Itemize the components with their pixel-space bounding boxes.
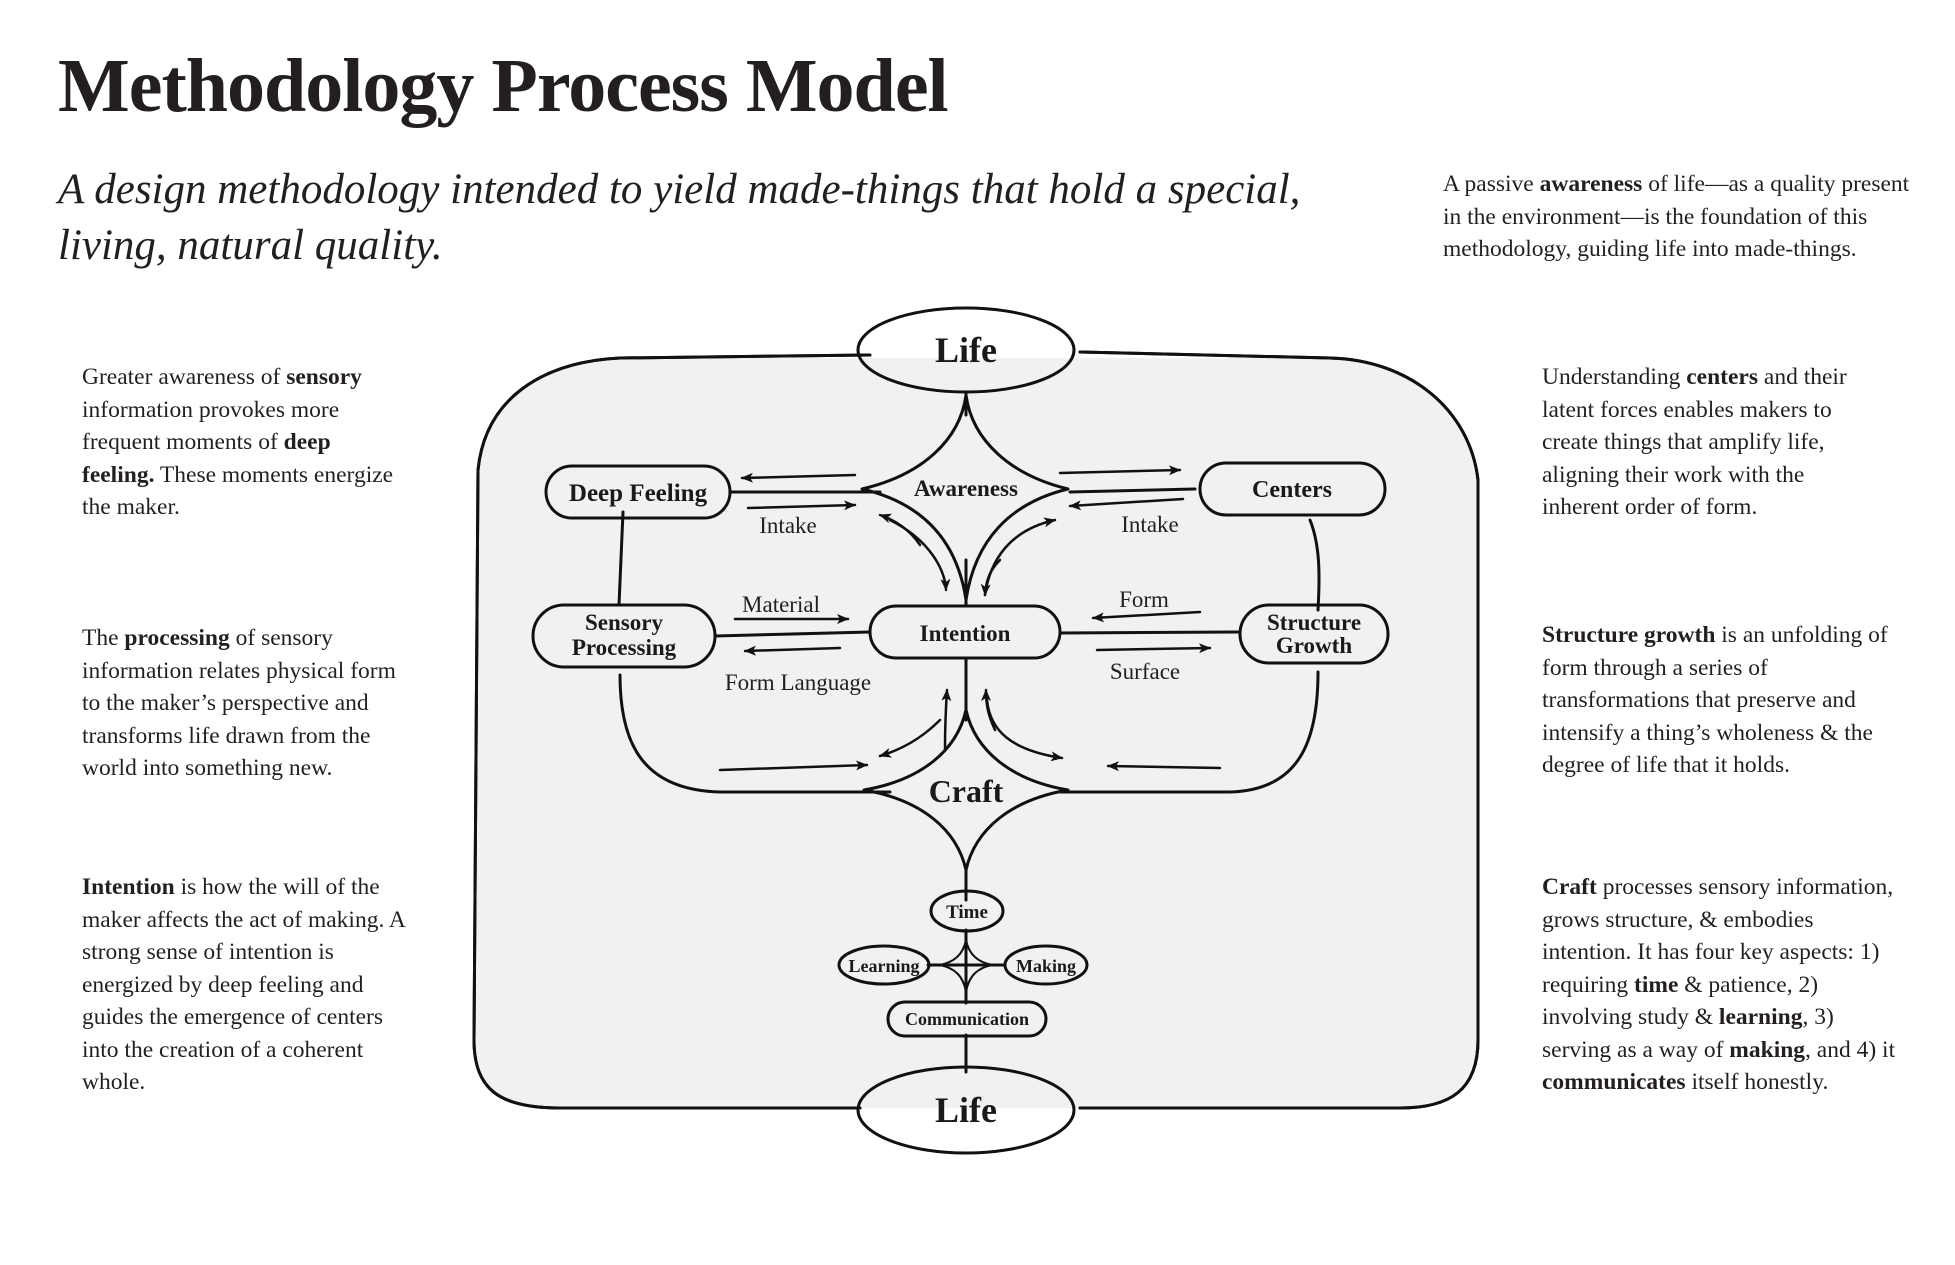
node-learning: Learning [837, 944, 931, 986]
edge-label-form: Form [1119, 587, 1169, 612]
svg-text:Life: Life [935, 330, 997, 370]
text-run: , and 4) it [1805, 1036, 1896, 1063]
emphasized-term: Intention [82, 874, 175, 900]
arrow-awareness-intention-left-up [878, 513, 922, 547]
structure-growth-description: Structure growth is an unfolding of form… [1542, 619, 1902, 782]
node-awareness: Awareness [860, 393, 1070, 602]
connector-intention-structure [1058, 630, 1240, 635]
emphasized-term: processing [124, 625, 230, 651]
edge-label-intake-right: Intake [1121, 512, 1178, 537]
emphasized-term: Structure growth [1542, 622, 1716, 648]
text-run: processes sensory information, grows str… [1542, 874, 1894, 998]
arrow-intention-craft-left-down [878, 718, 942, 758]
edge-label-surface: Surface [1110, 659, 1180, 684]
edge-label-form-language: Form Language [725, 670, 871, 695]
emphasized-term: awareness [1539, 171, 1643, 197]
svg-text:Making: Making [1016, 956, 1076, 976]
svg-text:Awareness: Awareness [914, 476, 1018, 501]
edge-label-intake-left: Intake [759, 513, 816, 538]
text-run: itself honestly. [1685, 1069, 1829, 1095]
node-communication: Communication [886, 1000, 1048, 1038]
arrow-structure-to-intention [1091, 610, 1202, 623]
emphasized-term: deep feeling. [82, 429, 331, 488]
node-intention: Intention [868, 604, 1062, 660]
arrow-centers-to-awareness [1068, 497, 1185, 511]
emphasized-term: time [1634, 971, 1679, 998]
svg-text:Processing: Processing [572, 635, 677, 660]
svg-text:Structure: Structure [1267, 610, 1361, 635]
emphasized-term: communicates [1542, 1069, 1686, 1095]
node-craft: Craft [862, 708, 1070, 872]
text-run: is an unfolding of form through a series… [1542, 622, 1888, 778]
arrow-intention-craft-right-up [981, 688, 997, 732]
node-life-top: Life [856, 306, 1076, 394]
svg-text:Communication: Communication [905, 1009, 1029, 1029]
page-subtitle: A design methodology intended to yield m… [58, 166, 1301, 269]
node-life-bottom: Life [856, 1065, 1076, 1155]
emphasized-term: sensory [286, 364, 362, 390]
arrow-deep-feeling-to-awareness [746, 500, 857, 511]
connector-sensory-intention [713, 630, 872, 638]
text-run: The [82, 625, 125, 651]
arrow-intention-craft-left-up [941, 688, 952, 752]
awareness-description: A passive awareness of life—as a quality… [1443, 168, 1913, 266]
svg-text:Deep Feeling: Deep Feeling [569, 480, 708, 507]
svg-text:Intention: Intention [920, 621, 1011, 646]
text-run: information provokes more frequent momen… [82, 396, 340, 456]
connector-awareness-centers [1068, 487, 1197, 494]
svg-text:Time: Time [946, 902, 988, 923]
connector-centers-structure [1308, 518, 1321, 612]
text-run: Understanding [1542, 364, 1687, 390]
svg-text:Growth: Growth [1276, 633, 1352, 658]
node-making: Making [1003, 944, 1089, 986]
outer-frame-stroke [472, 350, 1480, 1110]
connector-structure-craft [1058, 670, 1320, 794]
text-run: is how the will of the maker affects the… [82, 874, 405, 1095]
emphasized-term: Craft [1542, 874, 1597, 900]
text-run: Greater awareness of [82, 364, 287, 390]
node-structure-growth: Structure Growth [1238, 603, 1390, 665]
svg-text:Centers: Centers [1252, 477, 1332, 503]
svg-text:Craft: Craft [929, 773, 1004, 809]
page-title: Methodology Process Model [58, 44, 949, 128]
intention-description: Intention is how the will of the maker a… [82, 871, 412, 1099]
sensory-processing-description: The processing of sensory information re… [82, 622, 412, 785]
emphasized-term: centers [1686, 364, 1759, 390]
node-craft-core [939, 939, 993, 993]
node-deep-feeling: Deep Feeling [544, 464, 732, 520]
text-run: & patience, 2) involving study & [1542, 971, 1819, 1031]
arrow-structure-to-craft [1106, 761, 1222, 772]
text-run: A passive [1443, 171, 1540, 197]
arrow-intention-to-structure [1095, 643, 1212, 654]
centers-description: Understanding centers and their latent f… [1542, 361, 1882, 524]
text-run: and their latent forces enables makers t… [1542, 364, 1847, 520]
node-sensory-processing: Sensory Processing [531, 603, 717, 669]
arrow-sensory-to-craft [718, 760, 869, 772]
emphasized-term: making [1729, 1036, 1806, 1063]
svg-text:Sensory: Sensory [585, 610, 663, 635]
arrow-awareness-to-centers [1058, 465, 1182, 476]
text-run: These moments energize the maker. [82, 461, 394, 521]
emphasized-term: learning [1718, 1004, 1803, 1030]
deep-feeling-description: Greater awareness of sensory information… [82, 361, 402, 524]
text-run: , 3) serving as a way of [1542, 1004, 1834, 1063]
node-centers: Centers [1198, 461, 1387, 517]
text-run: of life—as a quality present in the envi… [1443, 171, 1910, 262]
arrow-awareness-to-deep-feeling [740, 472, 857, 483]
connector-sensory-craft [618, 673, 892, 794]
svg-text:Learning: Learning [848, 956, 919, 976]
arrow-awareness-intention-right-down [980, 558, 1002, 597]
edge-label-material: Material [742, 592, 820, 617]
connector-deep-feeling-sensory [617, 510, 625, 607]
node-time: Time [929, 889, 1005, 933]
craft-description: Craft processes sensory information, gro… [1542, 871, 1902, 1099]
arrow-intention-to-sensory [743, 645, 842, 656]
text-run: of sensory information relates physical … [82, 625, 396, 781]
svg-text:Life: Life [935, 1090, 997, 1130]
